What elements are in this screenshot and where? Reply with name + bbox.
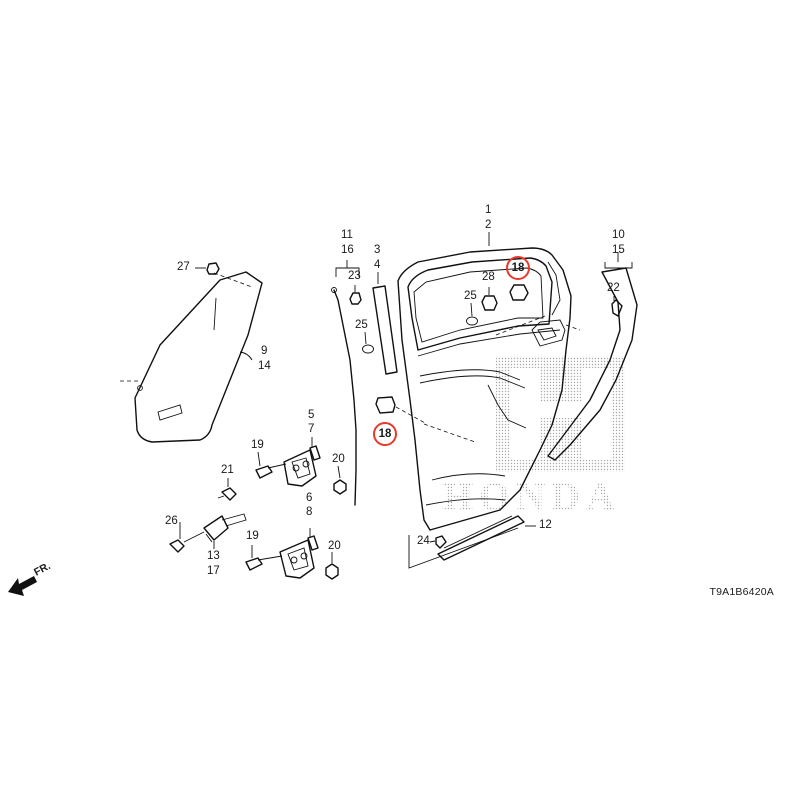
part-rear-door-1-2	[397, 232, 572, 531]
part-bumper-28	[481, 287, 498, 311]
callout-23: 23	[348, 270, 361, 282]
part-cable-11-16	[331, 260, 360, 506]
callout-7: 7	[308, 423, 315, 435]
callout-19-upper: 19	[251, 439, 264, 451]
callout-15: 15	[612, 244, 625, 256]
callout-12: 12	[539, 519, 552, 531]
callout-22: 22	[607, 282, 620, 294]
callout-21: 21	[221, 464, 234, 476]
callout-20-upper: 20	[332, 453, 345, 465]
part-plug-25-left	[362, 331, 374, 354]
callout-16: 16	[341, 244, 354, 256]
part-weatherstrip-10-15	[547, 252, 638, 461]
callout-28: 28	[482, 271, 495, 283]
callout-19-lower: 19	[246, 530, 259, 542]
callout-10: 10	[612, 229, 625, 241]
callout-14: 14	[258, 360, 271, 372]
callout-4: 4	[374, 259, 381, 271]
part-bolt-19-upper	[255, 451, 287, 479]
callout-9: 9	[261, 345, 268, 357]
honda-watermark-text: HONDA	[442, 474, 621, 519]
callout-20-lower: 20	[328, 540, 341, 552]
diagram-code: T9A1B6420A	[709, 586, 774, 598]
callout-24: 24	[417, 535, 430, 547]
callout-6: 6	[306, 492, 313, 504]
part-latch-13-17	[203, 513, 247, 549]
part-nut-20-lower	[325, 552, 339, 580]
part-bolt-19-lower	[245, 545, 283, 571]
part-upper-hinge-5-7	[283, 437, 321, 487]
callout-1: 1	[485, 204, 492, 216]
front-direction-arrow-icon	[8, 576, 37, 596]
callout-5: 5	[308, 409, 315, 421]
leader-dashes	[423, 315, 581, 443]
callout-13: 13	[207, 550, 220, 562]
part-clip-22	[611, 296, 623, 317]
callout-2: 2	[485, 219, 492, 231]
part-bumper-18-upper	[509, 284, 529, 301]
part-clip-27	[195, 262, 220, 275]
callout-18-highlighted-upper: 18	[506, 256, 530, 280]
part-garnish-12	[408, 515, 536, 569]
part-clip-24	[429, 535, 447, 549]
callout-27: 27	[177, 261, 190, 273]
callout-8: 8	[306, 506, 313, 518]
callout-25-right: 25	[464, 290, 477, 302]
part-bumper-18-lower	[375, 396, 426, 424]
part-plug-25-right	[466, 302, 478, 326]
callout-18-highlighted-lower: 18	[373, 422, 397, 446]
honda-watermark-logo: HONDA	[442, 356, 625, 519]
callout-17: 17	[207, 565, 220, 577]
callout-26: 26	[165, 515, 178, 527]
part-door-lining-9-14	[120, 271, 263, 443]
callout-11: 11	[341, 229, 353, 241]
part-bolt-21	[217, 478, 237, 501]
part-grommet-23	[349, 285, 362, 305]
part-nut-20-upper	[333, 465, 347, 495]
part-bolt-26	[169, 522, 205, 553]
part-lower-hinge-6-8	[279, 528, 319, 579]
callout-25-left: 25	[355, 319, 368, 331]
callout-3: 3	[374, 244, 381, 256]
part-strip-3-4	[372, 272, 398, 375]
